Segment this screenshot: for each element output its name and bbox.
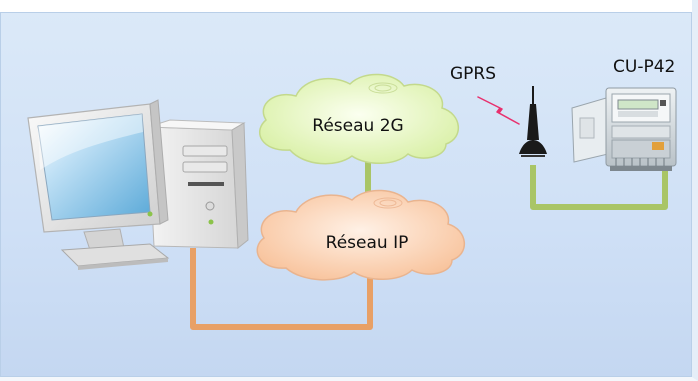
antenna-icon: [519, 86, 547, 157]
link-antenna-to-meter: [530, 162, 668, 210]
network-ip-label: Réseau IP: [326, 233, 409, 253]
desktop-computer-icon: [27, 99, 249, 270]
electric-meter-icon: [571, 87, 677, 171]
network-2g-label: Réseau 2G: [312, 116, 403, 136]
gprs-label: GPRS: [450, 64, 496, 84]
lightning-signal-icon: [477, 96, 520, 125]
cloud-2g: Réseau 2G: [259, 73, 459, 165]
link-ip-to-computer: [190, 248, 373, 330]
device-label: CU-P42: [613, 57, 675, 77]
cloud-ip: Réseau IP: [256, 189, 465, 281]
